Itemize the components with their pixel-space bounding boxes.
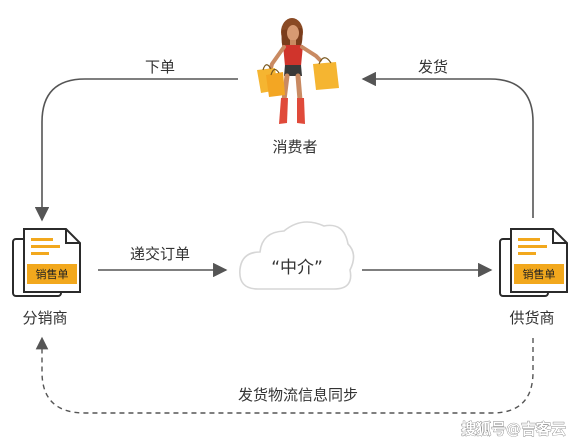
supplier-label: 供货商 — [509, 309, 554, 327]
shopping-woman-icon — [257, 18, 339, 124]
sales-document-icon: 销售单 — [12, 228, 81, 297]
order-arrow — [34, 78, 238, 222]
consumer-node: 消费者 — [257, 18, 339, 156]
sync-logistics-label: 发货物流信息同步 — [238, 386, 358, 404]
supplier-node: 销售单 供货商 — [499, 228, 568, 327]
broker-node: “中介” — [239, 221, 355, 290]
supplier-doc-label: 销售单 — [523, 267, 556, 281]
ship-arrow — [361, 71, 534, 218]
distributor-doc-label: 销售单 — [36, 267, 69, 281]
broker-label: “中介” — [271, 258, 323, 278]
ship-label: 发货 — [418, 58, 448, 76]
order-label: 下单 — [145, 58, 175, 76]
distributor-label: 分销商 — [22, 309, 67, 327]
consumer-label: 消费者 — [272, 138, 317, 156]
sales-document-icon: 销售单 — [499, 228, 568, 297]
watermark: 搜狐号@吉客云 — [461, 420, 566, 438]
distributor-node: 销售单 分销商 — [12, 228, 81, 327]
cloud-icon — [239, 221, 355, 290]
submit-order-label: 递交订单 — [130, 245, 190, 263]
